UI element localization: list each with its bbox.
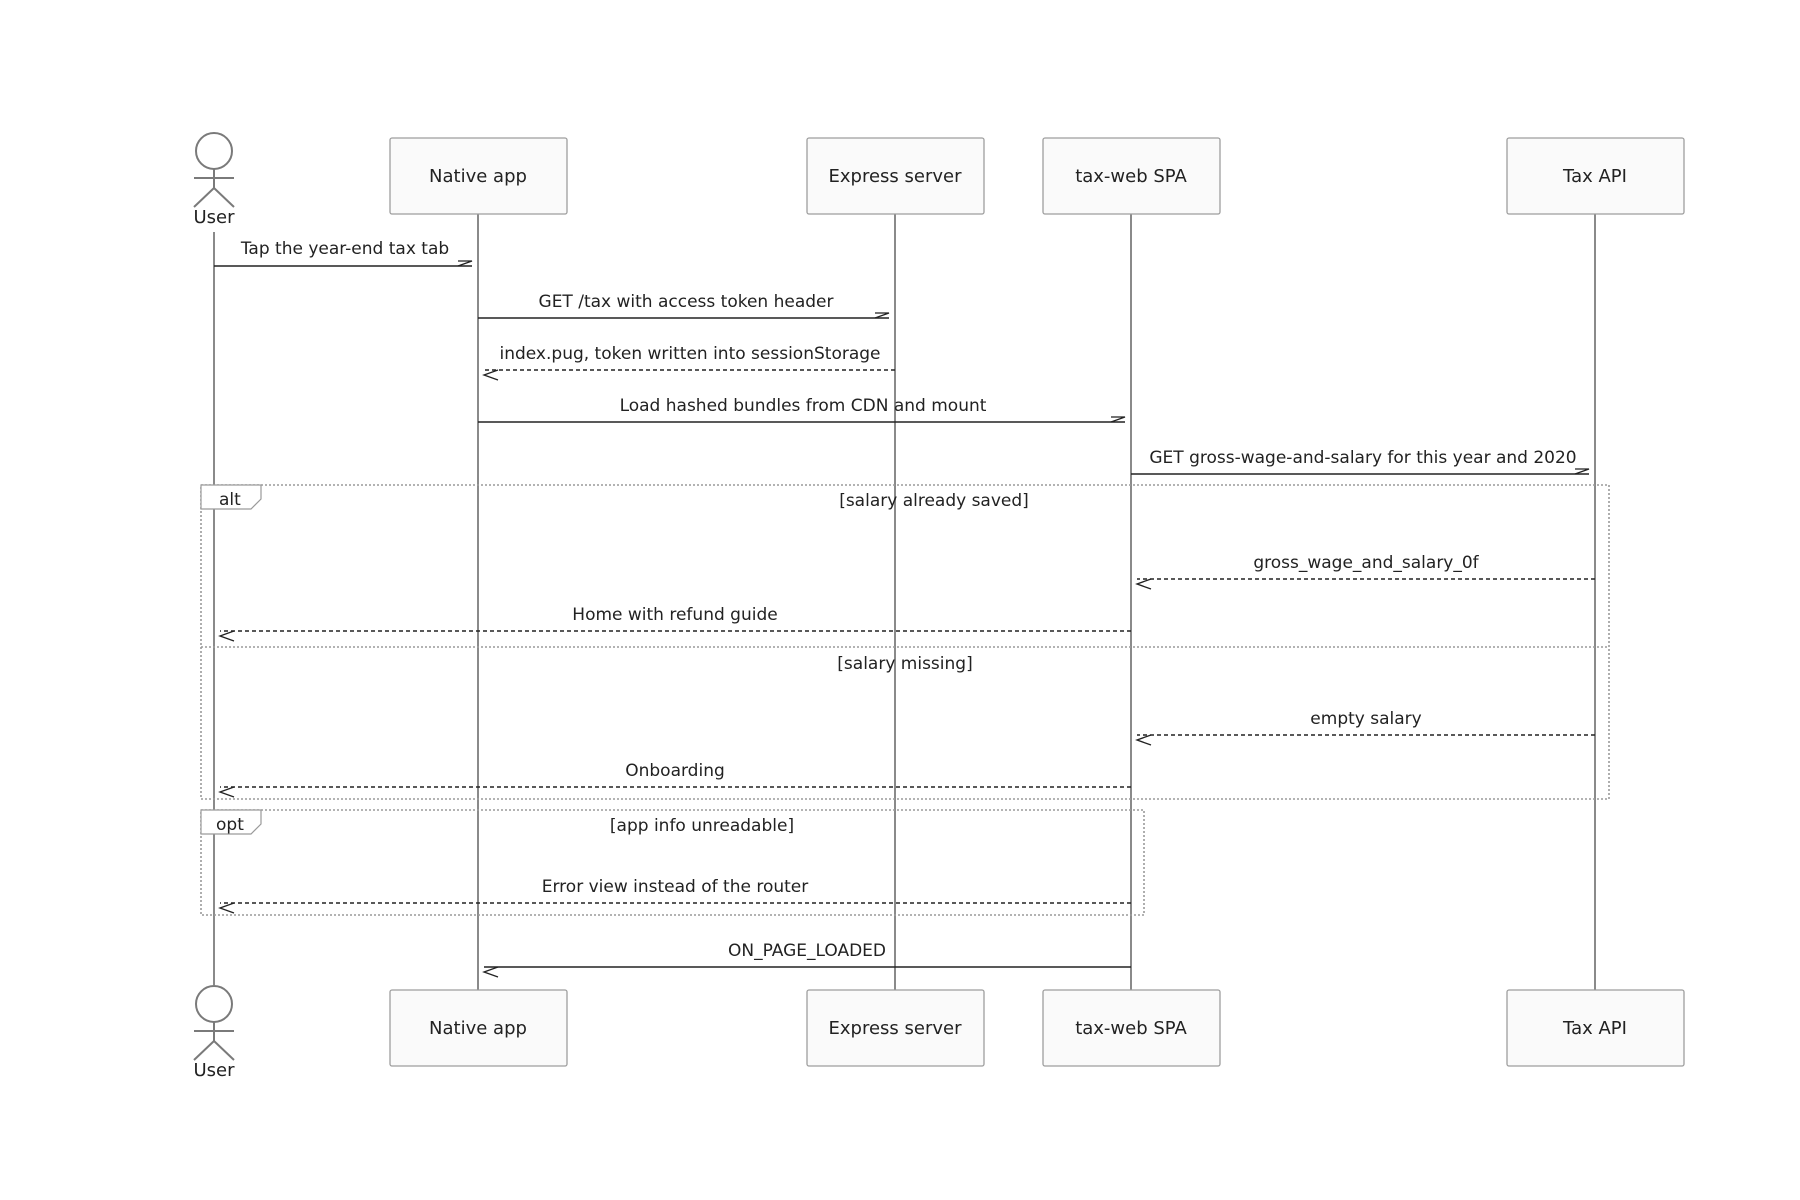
message-get-gross-wage: GET gross-wage-and-salary for this year … bbox=[1131, 448, 1590, 475]
lifelines bbox=[213, 214, 1596, 990]
frame-alt: alt [salary already saved] [salary missi… bbox=[200, 484, 1610, 800]
message-label: Error view instead of the router bbox=[542, 877, 808, 897]
participant-tax-api-bottom: Tax API bbox=[1506, 989, 1685, 1067]
message-label: GET gross-wage-and-salary for this year … bbox=[1149, 448, 1576, 468]
participant-label-tax-web-spa: tax-web SPA bbox=[1075, 1018, 1187, 1039]
message-error-view: Error view instead of the router bbox=[218, 877, 1131, 914]
message-get-tax: GET /tax with access token header bbox=[478, 292, 890, 319]
arrow-head bbox=[482, 966, 499, 978]
participant-label-express-server: Express server bbox=[829, 166, 963, 187]
frame-opt: opt [app info unreadable] bbox=[200, 809, 1145, 916]
message-on-page-loaded: ON_PAGE_LOADED bbox=[482, 941, 1131, 978]
participant-label-native-app: Native app bbox=[429, 166, 527, 187]
actor-leg-right bbox=[213, 1040, 235, 1061]
message-label: gross_wage_and_salary_0f bbox=[1253, 553, 1479, 573]
opt-frame-tag: opt bbox=[216, 815, 244, 835]
participant-box bbox=[1506, 989, 1685, 1067]
alt-condition-2: [salary missing] bbox=[837, 654, 972, 674]
participant-tax-api-top: Tax API bbox=[1506, 137, 1685, 215]
message-home-refund-guide: Home with refund guide bbox=[218, 605, 1131, 642]
participant-native-app-bottom: Native app bbox=[389, 989, 568, 1067]
participant-label-user: User bbox=[193, 1060, 235, 1081]
participant-label-express-server: Express server bbox=[829, 1018, 963, 1039]
arrow-head bbox=[1135, 734, 1152, 746]
actor-head bbox=[195, 985, 233, 1023]
message-label: ON_PAGE_LOADED bbox=[728, 941, 886, 961]
message-label: Onboarding bbox=[625, 761, 725, 781]
message-tap-tab: Tap the year-end tax tab bbox=[214, 239, 473, 267]
participant-express-server-top: Express server bbox=[806, 137, 985, 215]
arrow-head bbox=[1574, 468, 1590, 475]
alt-condition-1: [salary already saved] bbox=[839, 491, 1029, 511]
participant-box bbox=[806, 989, 985, 1067]
participant-box bbox=[389, 989, 568, 1067]
messages: Tap the year-end tax tab GET /tax with a… bbox=[214, 239, 1595, 978]
alt-frame-tag-box bbox=[200, 484, 262, 510]
alt-frame-tag: alt bbox=[219, 490, 241, 510]
message-gross-wage-result: gross_wage_and_salary_0f bbox=[1135, 553, 1595, 590]
participant-box bbox=[389, 137, 568, 215]
participant-label-user: User bbox=[193, 207, 235, 228]
alt-frame-border bbox=[200, 484, 1610, 800]
participant-express-server-bottom: Express server bbox=[806, 989, 985, 1067]
message-label: Load hashed bundles from CDN and mount bbox=[620, 396, 987, 416]
message-label: GET /tax with access token header bbox=[539, 292, 834, 312]
participant-label-native-app: Native app bbox=[429, 1018, 527, 1039]
message-index-pug: index.pug, token written into sessionSto… bbox=[482, 344, 895, 381]
participant-tax-web-spa-top: tax-web SPA bbox=[1042, 137, 1221, 215]
arrow-head bbox=[457, 260, 473, 267]
participant-label-tax-api: Tax API bbox=[1562, 166, 1627, 187]
message-onboarding: Onboarding bbox=[218, 761, 1131, 798]
actor-user-top: User bbox=[193, 132, 235, 228]
arrow-head bbox=[482, 369, 499, 381]
participants-top: User Native app Express server tax-web S… bbox=[193, 132, 1685, 228]
actor-leg-right bbox=[213, 187, 235, 208]
participant-tax-web-spa-bottom: tax-web SPA bbox=[1042, 989, 1221, 1067]
message-label: Tap the year-end tax tab bbox=[240, 239, 449, 259]
message-load-bundles: Load hashed bundles from CDN and mount bbox=[478, 396, 1126, 423]
participant-box bbox=[1042, 137, 1221, 215]
opt-frame-tag-box bbox=[200, 809, 262, 835]
arrow-head bbox=[218, 786, 235, 798]
participant-label-tax-api: Tax API bbox=[1562, 1018, 1627, 1039]
message-label: Home with refund guide bbox=[572, 605, 777, 625]
actor-leg-left bbox=[193, 187, 215, 208]
actor-user-bottom: User bbox=[193, 985, 235, 1081]
arrow-head bbox=[218, 902, 235, 914]
arrow-head bbox=[218, 630, 235, 642]
participants-bottom: User Native app Express server tax-web S… bbox=[193, 985, 1685, 1081]
actor-head bbox=[195, 132, 233, 170]
message-label: index.pug, token written into sessionSto… bbox=[499, 344, 880, 364]
participant-label-tax-web-spa: tax-web SPA bbox=[1075, 166, 1187, 187]
arrow-head bbox=[1110, 416, 1126, 423]
participant-box bbox=[1506, 137, 1685, 215]
opt-condition: [app info unreadable] bbox=[610, 816, 794, 836]
participant-box bbox=[1042, 989, 1221, 1067]
actor-leg-left bbox=[193, 1040, 215, 1061]
message-label: empty salary bbox=[1310, 709, 1421, 729]
arrow-head bbox=[1135, 578, 1152, 590]
participant-box bbox=[806, 137, 985, 215]
participant-native-app-top: Native app bbox=[389, 137, 568, 215]
arrow-head bbox=[874, 312, 890, 319]
message-empty-salary: empty salary bbox=[1135, 709, 1595, 746]
